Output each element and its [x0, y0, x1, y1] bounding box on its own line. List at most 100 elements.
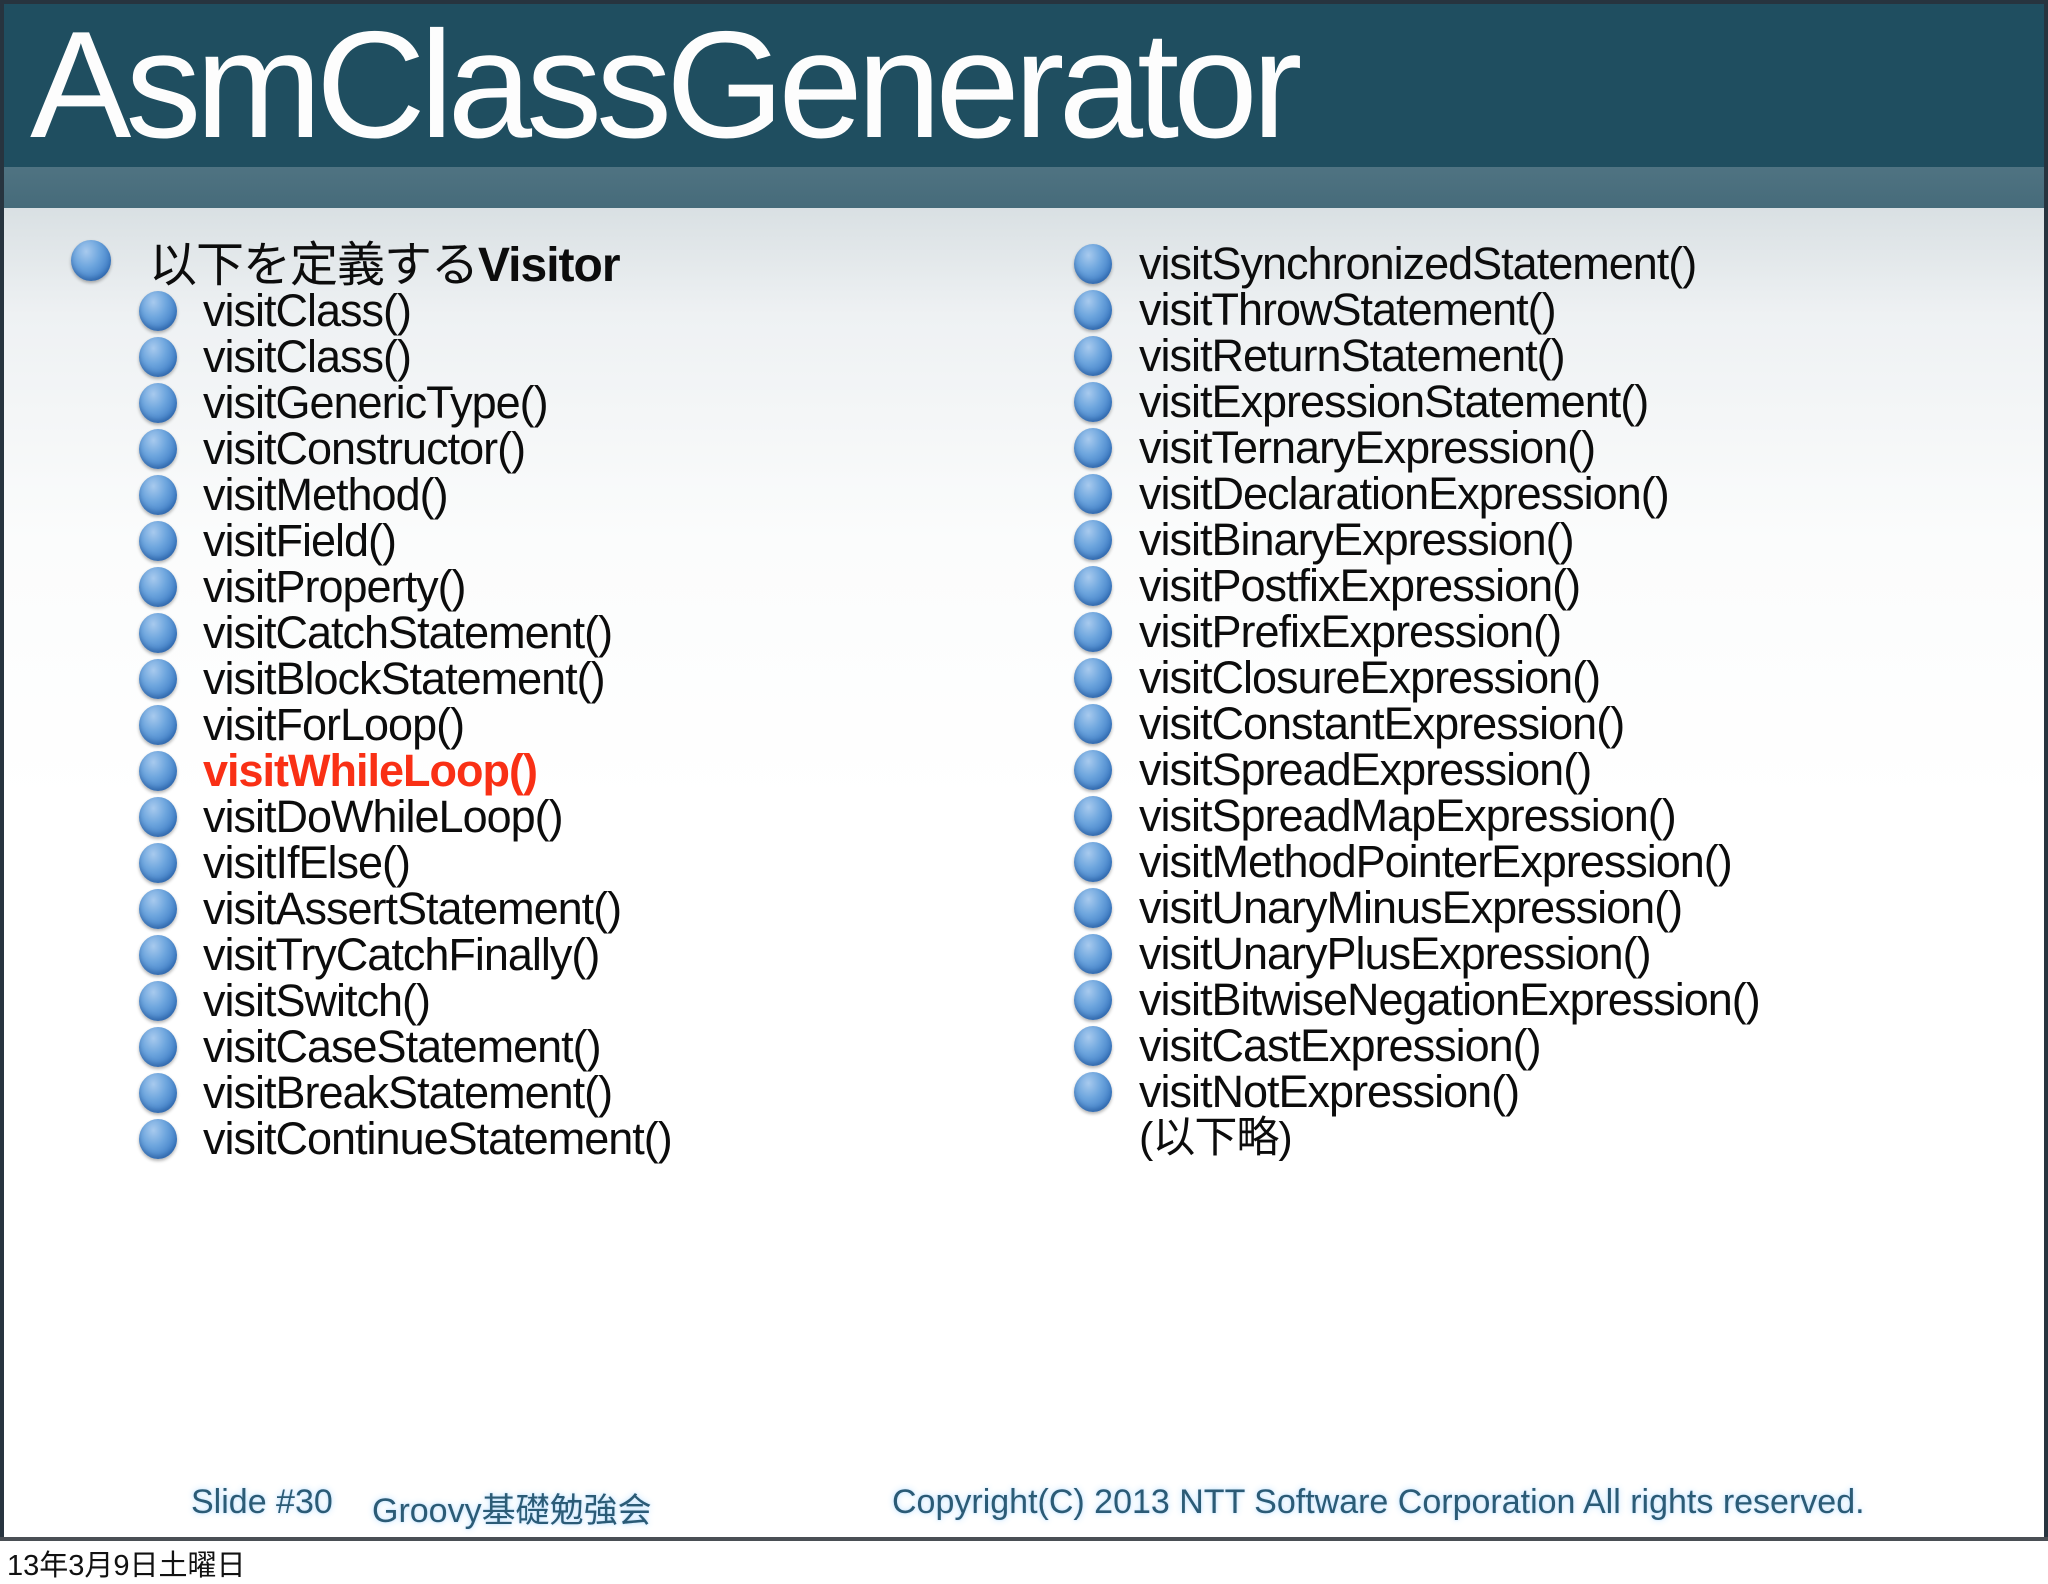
list-item: visitProperty() [139, 561, 1031, 612]
list-item: visitPostfixExpression() [1074, 560, 2034, 611]
sphere-bullet-icon [139, 1027, 177, 1067]
footer-slide-number: Slide #30 [191, 1483, 333, 1521]
sphere-bullet-icon [1074, 520, 1112, 560]
sphere-bullet-icon [139, 291, 177, 331]
list-item-label: visitPostfixExpression() [1139, 560, 1581, 611]
right-items: visitSynchronizedStatement() visitThrowS… [1074, 238, 2034, 1117]
list-item: visitBlockStatement() [139, 653, 1031, 704]
list-item-label: visitSynchronizedStatement() [1139, 238, 1697, 289]
sphere-bullet-icon [1074, 980, 1112, 1020]
list-item: visitPrefixExpression() [1074, 606, 2034, 657]
sphere-bullet-icon [139, 659, 177, 699]
list-item: visitWhileLoop() [139, 745, 1031, 796]
list-item: visitNotExpression() [1074, 1066, 2034, 1117]
list-item-label: visitClass() [203, 331, 412, 382]
sphere-bullet-icon [1074, 934, 1112, 974]
list-item-label: visitTernaryExpression() [1139, 422, 1596, 473]
sphere-bullet-icon [139, 567, 177, 607]
sphere-bullet-icon [139, 751, 177, 791]
list-item: visitDeclarationExpression() [1074, 468, 2034, 519]
sphere-bullet-icon [1074, 658, 1112, 698]
list-item-label: visitBreakStatement() [203, 1067, 613, 1118]
sphere-bullet-icon [139, 889, 177, 929]
list-item: visitForLoop() [139, 699, 1031, 750]
sphere-bullet-icon [139, 843, 177, 883]
list-item: visitConstantExpression() [1074, 698, 2034, 749]
footer-separator-line [0, 1537, 2048, 1541]
sphere-bullet-icon [139, 613, 177, 653]
list-header-plain-text: 以下を定義する [149, 239, 479, 292]
list-item-label: visitCatchStatement() [203, 607, 613, 658]
list-item: visitAssertStatement() [139, 883, 1031, 934]
list-header-bold-text: Visitor [478, 239, 620, 292]
sphere-bullet-icon [139, 383, 177, 423]
sphere-bullet-icon [139, 475, 177, 515]
right-bullet-list: visitSynchronizedStatement() visitThrowS… [1074, 238, 2034, 1165]
list-item-label: visitConstantExpression() [1139, 698, 1625, 749]
sphere-bullet-icon [139, 935, 177, 975]
sphere-bullet-icon [139, 521, 177, 561]
list-item: visitBreakStatement() [139, 1067, 1031, 1118]
list-item-label: visitGenericType() [203, 377, 549, 428]
slide-body: 以下を定義するVisitor visitClass() visitClass() [4, 208, 2044, 1537]
slide-title: AsmClassGenerator [30, 4, 1302, 167]
list-item: visitConstructor() [139, 423, 1031, 474]
list-item-label: visitCastExpression() [1139, 1020, 1542, 1071]
sphere-bullet-icon [1074, 1072, 1112, 1112]
list-item-label: visitExpressionStatement() [1139, 376, 1649, 427]
list-item: visitClass() [139, 285, 1031, 336]
list-item: visitMethodPointerExpression() [1074, 836, 2034, 887]
sphere-bullet-icon [139, 705, 177, 745]
list-item: visitUnaryMinusExpression() [1074, 882, 2034, 933]
list-item-label: visitForLoop() [203, 699, 465, 750]
list-item: visitTernaryExpression() [1074, 422, 2034, 473]
list-item: visitCatchStatement() [139, 607, 1031, 658]
sphere-bullet-icon [1074, 474, 1112, 514]
list-item-label: visitUnaryMinusExpression() [1139, 882, 1683, 933]
list-item-label: visitField() [203, 515, 397, 566]
sphere-bullet-icon [139, 797, 177, 837]
list-item-label: visitSwitch() [203, 975, 431, 1026]
list-item: visitIfElse() [139, 837, 1031, 888]
list-item-label: visitUnaryPlusExpression() [1139, 928, 1652, 979]
list-item: visitExpressionStatement() [1074, 376, 2034, 427]
sphere-bullet-icon [1074, 750, 1112, 790]
sphere-bullet-icon [139, 337, 177, 377]
list-item: visitCaseStatement() [139, 1021, 1031, 1072]
list-item-label: visitBitwiseNegationExpression() [1139, 974, 1761, 1025]
sphere-bullet-icon [1074, 1026, 1112, 1066]
list-item-label: visitMethodPointerExpression() [1139, 836, 1733, 887]
sphere-bullet-icon [139, 981, 177, 1021]
list-item-label: visitMethod() [203, 469, 449, 520]
sphere-bullet-icon [139, 1073, 177, 1113]
list-item-label: visitIfElse() [203, 837, 411, 888]
list-item-label: visitProperty() [203, 561, 467, 612]
list-item: visitCastExpression() [1074, 1020, 2034, 1071]
list-item-label: visitThrowStatement() [1139, 284, 1557, 335]
list-item: visitReturnStatement() [1074, 330, 2034, 381]
sphere-bullet-icon [71, 239, 111, 281]
list-header-row: 以下を定義するVisitor [71, 234, 1031, 292]
list-item-label: visitNotExpression() [1139, 1066, 1520, 1117]
title-band: AsmClassGenerator [4, 4, 2044, 167]
bottom-status-bar: 13年3月9日土曜日 [0, 1541, 2048, 1582]
list-item-label: visitDeclarationExpression() [1139, 468, 1670, 519]
list-item-label: visitPrefixExpression() [1139, 606, 1562, 657]
sphere-bullet-icon [1074, 336, 1112, 376]
list-item: visitBitwiseNegationExpression() [1074, 974, 2034, 1025]
list-header-label: 以下を定義するVisitor [149, 225, 621, 295]
list-item-label: visitClosureExpression() [1139, 652, 1601, 703]
omission-note: (以下略) [1139, 1114, 1293, 1162]
list-item-label: visitDoWhileLoop() [203, 791, 564, 842]
list-item-label: visitSpreadExpression() [1139, 744, 1592, 795]
list-item: visitSynchronizedStatement() [1074, 238, 2034, 289]
sphere-bullet-icon [1074, 842, 1112, 882]
sphere-bullet-icon [1074, 244, 1112, 284]
list-item: visitContinueStatement() [139, 1113, 1031, 1164]
list-item-label: visitConstructor() [203, 423, 526, 474]
sphere-bullet-icon [1074, 382, 1112, 422]
list-item-label: visitWhileLoop() [203, 745, 538, 796]
list-item: visitField() [139, 515, 1031, 566]
sphere-bullet-icon [1074, 704, 1112, 744]
list-item: visitMethod() [139, 469, 1031, 520]
